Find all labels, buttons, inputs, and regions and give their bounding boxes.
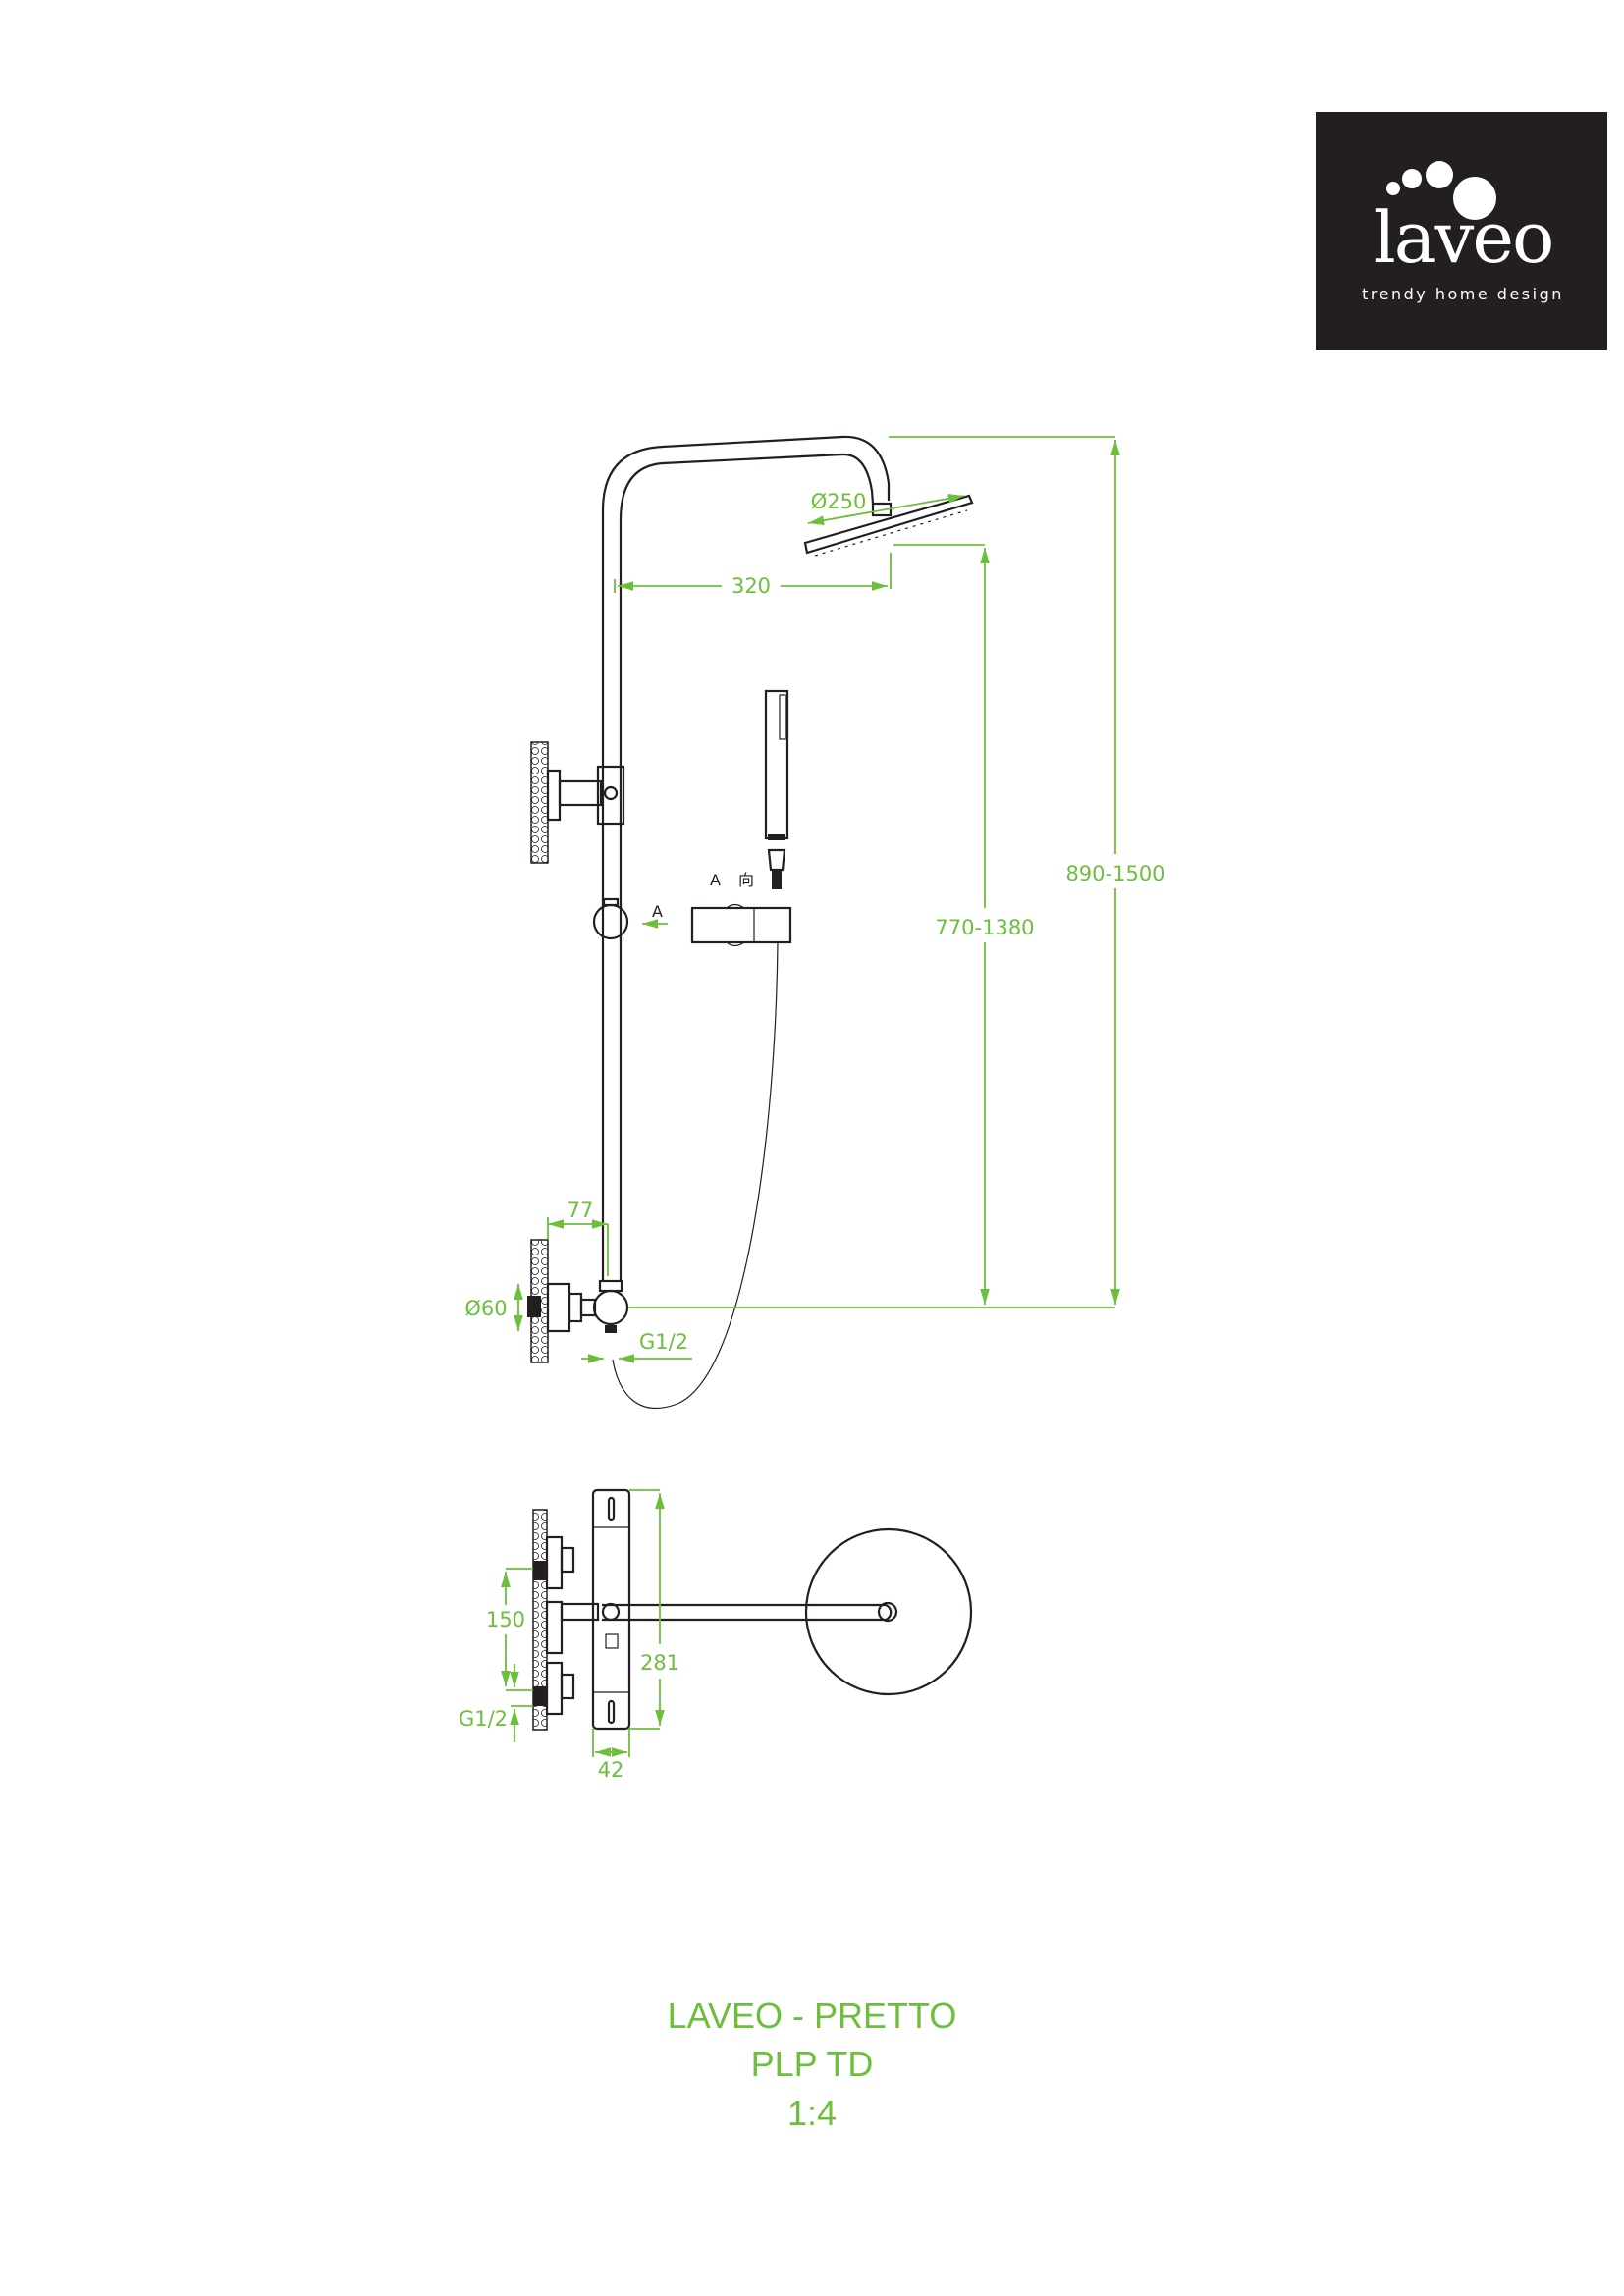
direction-a-label: A [710, 871, 721, 889]
section-a-label: A [652, 902, 663, 921]
logo-tagline: trendy home design [1362, 285, 1564, 303]
product-series-title: LAVEO - PRETTO [667, 1996, 957, 2036]
shower-rail [601, 435, 974, 1281]
arm-reach-label: 320 [731, 574, 771, 598]
body-depth-label: 42 [598, 1758, 624, 1782]
connection-top-label: G1/2 [459, 1707, 508, 1731]
inlet-spacing-label: 150 [486, 1608, 525, 1631]
brand-logo: laveo trendy home design [1316, 112, 1607, 350]
dimension-lines: 890-1500 770-1380 320 Ø250 77 Ø60 G1/2 [464, 436, 1165, 1363]
logo-wordmark: laveo [1373, 196, 1555, 279]
connection-side-label: G1/2 [639, 1330, 688, 1354]
drawing-scale: 1:4 [786, 2093, 838, 2133]
logo-dots-icon [1386, 161, 1496, 220]
escutcheon-diameter-label: Ø60 [464, 1297, 507, 1320]
rail-slider: A [592, 897, 668, 940]
product-code: PLP TD [750, 2044, 874, 2084]
lower-wall-connection [527, 1239, 629, 1363]
wall-offset-label: 77 [568, 1199, 594, 1222]
total-height-label: 890-1500 [1065, 862, 1164, 885]
hand-shower: A 向 [612, 689, 792, 1409]
body-height-label: 281 [640, 1651, 679, 1675]
direction-char-label: 向 [738, 871, 754, 889]
head-diameter-label: Ø250 [811, 490, 867, 513]
head-height-label: 770-1380 [935, 916, 1034, 939]
upper-wall-bracket [530, 741, 625, 864]
top-view: 281 42 150 G1/2 [459, 1488, 973, 1782]
